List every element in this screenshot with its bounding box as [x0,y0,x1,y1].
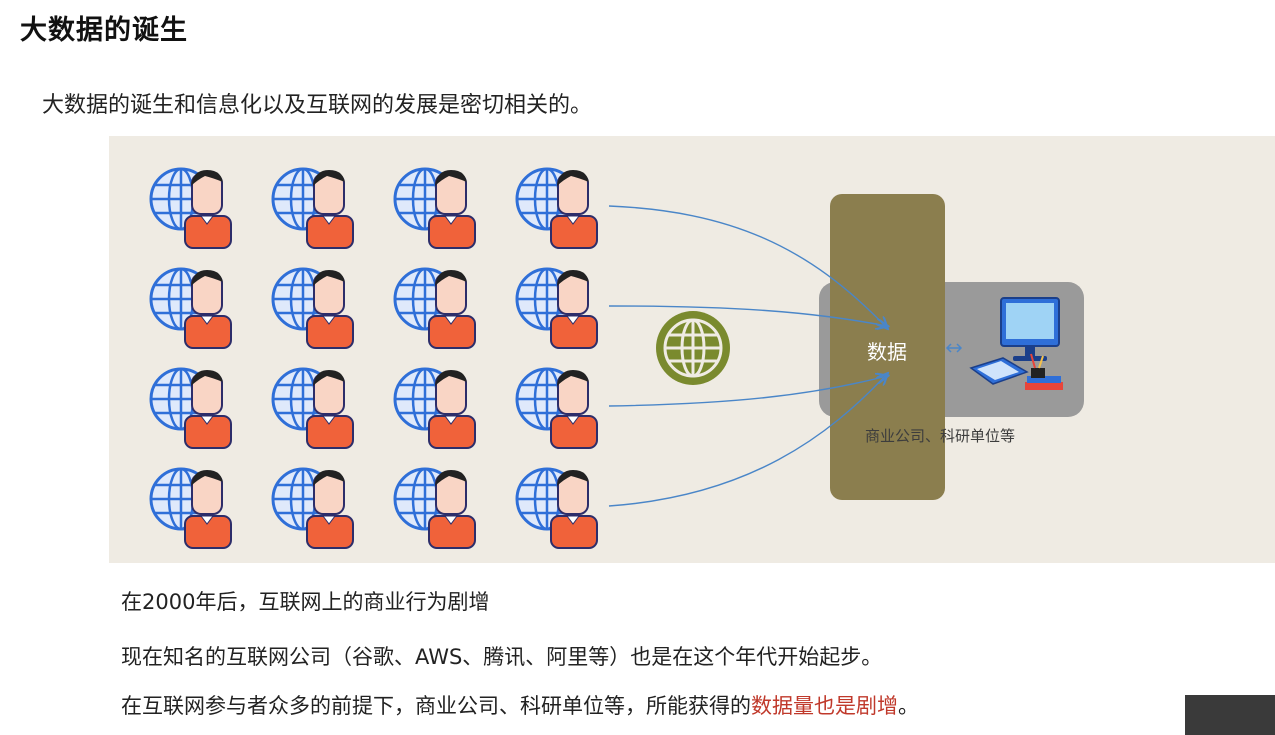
arrow-row2 [608,305,887,326]
diagram-canvas [149,167,1084,549]
data-label: 数据 [867,340,907,364]
arrow-row1 [608,205,887,328]
watermark [1185,695,1275,735]
internet-globe-icon [656,311,730,385]
text-line-2: 现在知名的互联网公司（谷歌、AWS、腾讯、阿里等）也是在这个年代开始起步。 [121,645,883,669]
user-globe-icon [149,267,232,349]
intro-text: 大数据的诞生和信息化以及互联网的发展是密切相关的。 [42,93,593,118]
user-globe-icon [393,167,476,249]
user-globe-icon [271,267,354,349]
page-title: 大数据的诞生 [20,15,188,46]
link-icon [945,343,963,353]
user-globe-icon [393,267,476,349]
user-globe-icon [515,467,598,549]
diagram: 数据 商业公司、科研单位等 [109,136,1275,563]
text-line-3: 在互联网参与者众多的前提下，商业公司、科研单位等，所能获得的数据量也是剧增。 [121,690,919,720]
arrow-row4 [608,374,887,507]
user-globe-icon [515,267,598,349]
text-line-1: 在2000年后，互联网上的商业行为剧增 [121,590,490,614]
computer-icon [969,297,1063,390]
user-globe-icon [149,367,232,449]
text-line-3-highlight: 数据量也是剧增 [751,694,898,718]
users-grid [149,167,598,549]
text-line-3-prefix: 在互联网参与者众多的前提下，商业公司、科研单位等，所能获得的 [121,694,751,718]
user-globe-icon [393,367,476,449]
text-line-3-suffix: 。 [898,694,919,718]
user-globe-icon [515,367,598,449]
user-globe-icon [393,467,476,549]
company-label: 商业公司、科研单位等 [865,427,1016,445]
user-globe-icon [515,167,598,249]
user-globe-icon [271,467,354,549]
user-globe-icon [149,167,232,249]
user-globe-icon [271,367,354,449]
user-globe-icon [149,467,232,549]
user-globe-icon [271,167,354,249]
arrow-row3 [608,376,887,407]
data-column [830,194,945,500]
